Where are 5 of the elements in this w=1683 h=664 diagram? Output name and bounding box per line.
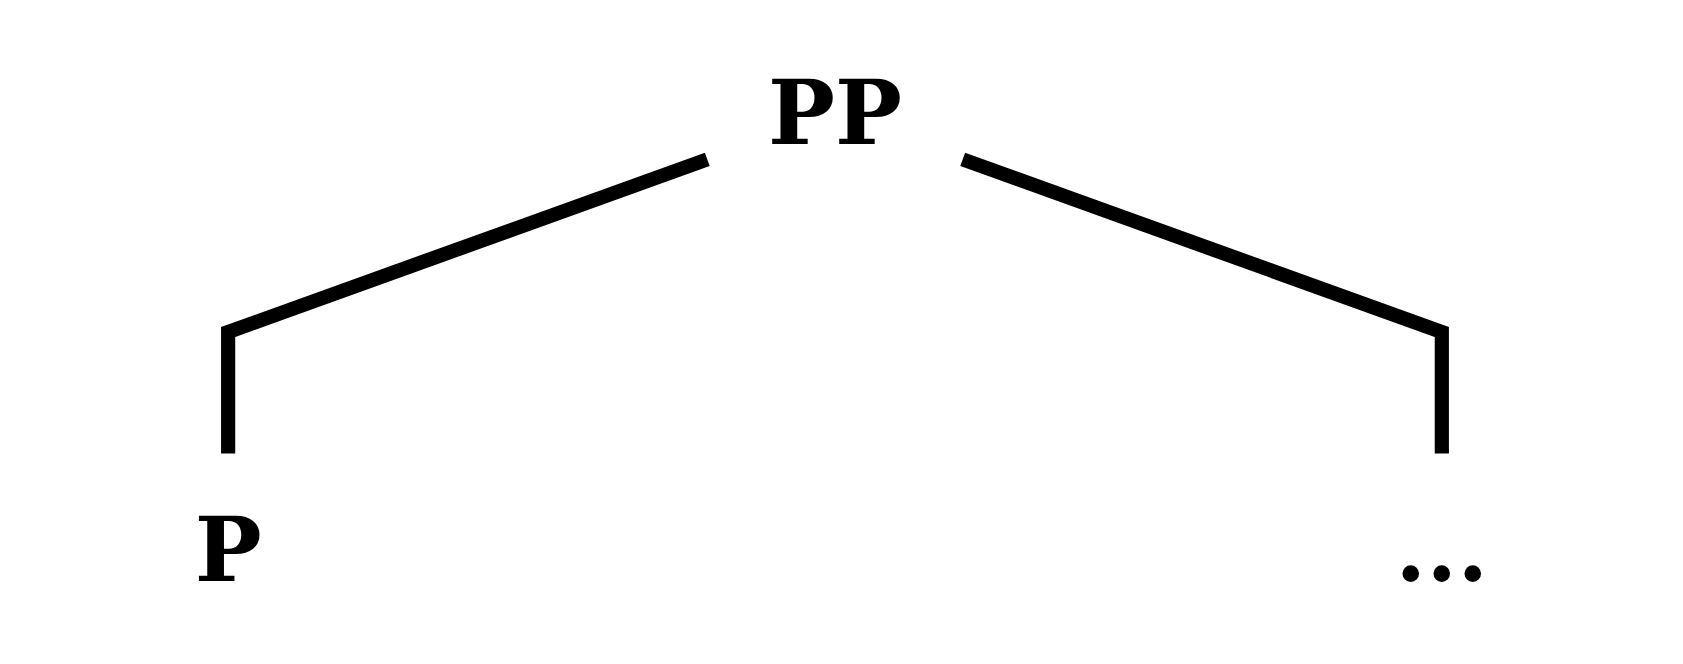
connector [960,152,1449,454]
node-text: ... [1395,498,1489,602]
connector [221,152,710,454]
node-text: P [194,498,262,602]
node-text: PP [768,60,902,164]
